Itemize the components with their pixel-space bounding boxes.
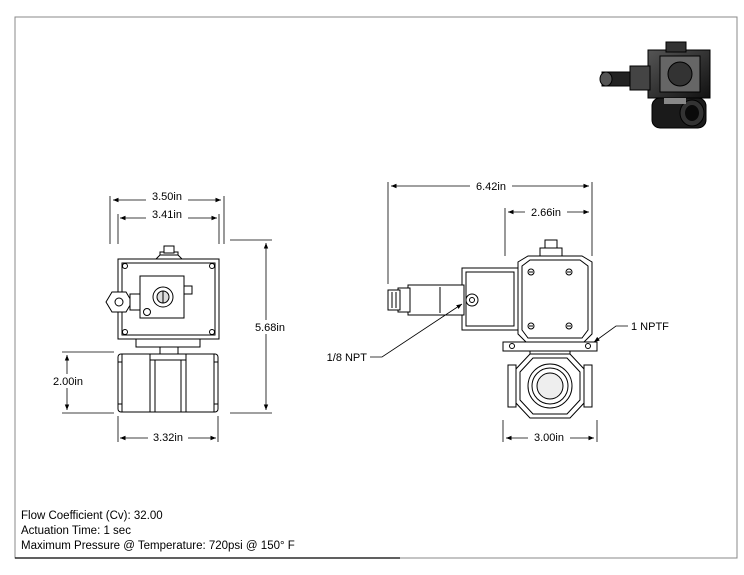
dim-side-actuator-length: 2.66in bbox=[531, 207, 561, 219]
dim-label-bg bbox=[470, 179, 512, 192]
dim-label-bg bbox=[50, 374, 88, 388]
dim-label-bg bbox=[148, 431, 188, 444]
dim-label-bg bbox=[146, 190, 188, 203]
dim-front-body-width: 3.32in bbox=[153, 432, 183, 444]
spec-actuation-time: Actuation Time: 1 sec bbox=[21, 525, 131, 537]
dim-label-bg bbox=[146, 208, 188, 221]
front-view bbox=[105, 245, 220, 413]
dim-label-bg bbox=[525, 205, 567, 218]
callout-pilot-port: 1/8 NPT bbox=[327, 352, 368, 364]
dim-label-bg bbox=[528, 431, 570, 444]
dim-label-bg bbox=[250, 320, 290, 334]
side-view bbox=[387, 239, 598, 419]
dim-side-total-length: 6.42in bbox=[476, 181, 506, 193]
spec-flow-coefficient: Flow Coefficient (Cv): 32.00 bbox=[21, 510, 163, 522]
dim-front-body-height: 2.00in bbox=[53, 376, 83, 388]
dim-front-width-outer: 3.50in bbox=[152, 191, 182, 203]
isometric-preview bbox=[599, 41, 711, 129]
spec-max-pressure: Maximum Pressure @ Temperature: 720psi @… bbox=[21, 540, 295, 552]
dim-front-width-inner: 3.41in bbox=[152, 209, 182, 221]
dim-front-height-total: 5.68in bbox=[255, 322, 285, 334]
callout-pipe-port: 1 NPTF bbox=[631, 321, 669, 333]
dim-side-body-width: 3.00in bbox=[534, 432, 564, 444]
